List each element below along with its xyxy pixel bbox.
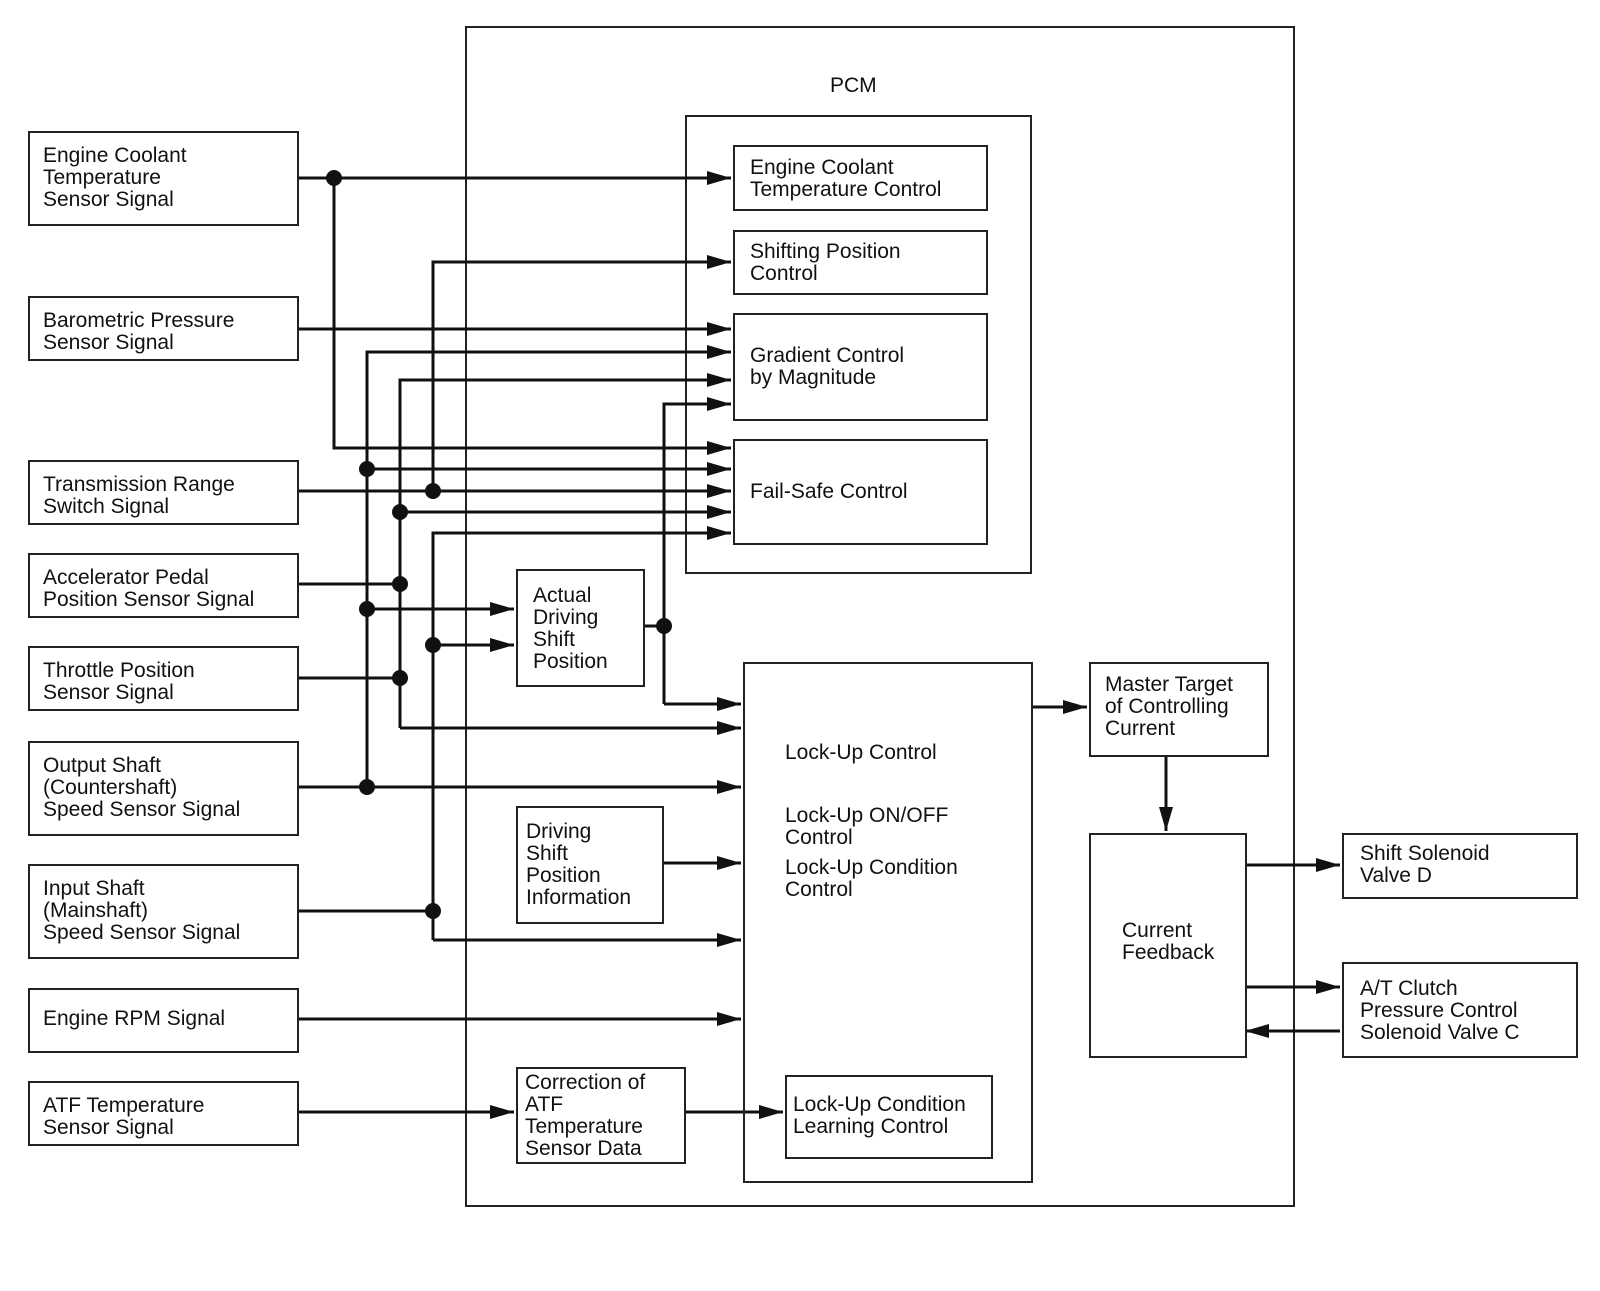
current-feedback-block: Current Feedback: [1089, 833, 1247, 1058]
wire-oss-to-gradient: [365, 345, 731, 787]
atf-correction-label: Correction of ATF Temperature Sensor Dat…: [525, 1071, 646, 1160]
wire-iss-to-failsafe: [431, 526, 731, 940]
atf-correction-block: Correction of ATF Temperature Sensor Dat…: [516, 1067, 686, 1164]
ect-control-label: Engine Coolant Temperature Control: [750, 156, 942, 201]
wire-ect-trunk: [332, 178, 731, 455]
wire-actual-shift-to-gradient: [662, 397, 731, 704]
input-input-shaft-signal: Input Shaft (Mainshaft) Speed Sensor Sig…: [28, 864, 299, 959]
junction-dot: [425, 903, 441, 919]
fail-safe-control-block: Fail-Safe Control: [733, 439, 988, 545]
wire-app-tps-trunk: [398, 373, 731, 728]
input-atf-temperature-signal: ATF Temperature Sensor Signal: [28, 1081, 299, 1146]
lockup-onoff-label: Lock-Up ON/OFF Control: [785, 804, 949, 849]
current-feedback-label: Current Feedback: [1122, 919, 1215, 964]
junction-dot: [326, 170, 342, 186]
input-rpm-label: Engine RPM Signal: [43, 1007, 226, 1030]
clutch-solenoid-c-label: A/T Clutch Pressure Control Solenoid Val…: [1360, 977, 1520, 1044]
clutch-solenoid-c-block: A/T Clutch Pressure Control Solenoid Val…: [1342, 962, 1578, 1058]
input-accelerator-pedal-signal: Accelerator Pedal Position Sensor Signal: [28, 553, 299, 618]
driving-shift-info-block: Driving Shift Position Information: [516, 806, 664, 924]
actual-driving-shift-block: Actual Driving Shift Position: [516, 569, 645, 687]
input-throttle-position-signal: Throttle Position Sensor Signal: [28, 646, 299, 711]
input-barometric-signal: Barometric Pressure Sensor Signal: [28, 296, 299, 361]
input-ect-signal: Engine Coolant Temperature Sensor Signal: [28, 131, 299, 226]
master-target-label: Master Target of Controlling Current: [1105, 673, 1233, 740]
pcm-box: [465, 26, 1295, 1207]
input-iss-label: Input Shaft (Mainshaft) Speed Sensor Sig…: [43, 877, 241, 944]
shift-position-control-label: Shifting Position Control: [750, 240, 901, 285]
junction-dot: [392, 504, 408, 520]
shift-position-control-block: Shifting Position Control: [733, 230, 988, 295]
wire-trs-to-shift-position: [431, 255, 731, 491]
junction-dot: [392, 576, 408, 592]
input-app-label: Accelerator Pedal Position Sensor Signal: [43, 566, 255, 611]
lockup-control-block: Lock-Up Control Lock-Up ON/OFF Control L…: [743, 662, 1033, 1183]
actual-driving-shift-label: Actual Driving Shift Position: [533, 584, 608, 673]
shift-solenoid-d-block: Shift Solenoid Valve D: [1342, 833, 1578, 899]
junction-dot: [359, 461, 375, 477]
gradient-control-block: Gradient Control by Magnitude: [733, 313, 988, 421]
input-oss-label: Output Shaft (Countershaft) Speed Sensor…: [43, 754, 241, 821]
lockup-learning-label: Lock-Up Condition Learning Control: [793, 1093, 966, 1138]
junction-dot: [425, 637, 441, 653]
gradient-control-label: Gradient Control by Magnitude: [750, 344, 905, 389]
ect-control-block: Engine Coolant Temperature Control: [733, 145, 988, 211]
input-trs-label: Transmission Range Switch Signal: [43, 473, 235, 518]
input-output-shaft-signal: Output Shaft (Countershaft) Speed Sensor…: [28, 741, 299, 836]
input-baro-label: Barometric Pressure Sensor Signal: [43, 309, 235, 354]
master-target-block: Master Target of Controlling Current: [1089, 662, 1269, 757]
control-group-box: [685, 115, 1032, 574]
input-atf-label: ATF Temperature Sensor Signal: [43, 1094, 205, 1139]
lockup-condition-label: Lock-Up Condition Control: [785, 856, 958, 901]
junction-dot: [359, 779, 375, 795]
input-engine-rpm-signal: Engine RPM Signal: [28, 988, 299, 1053]
input-transmission-range-signal: Transmission Range Switch Signal: [28, 460, 299, 525]
junction-dot: [656, 618, 672, 634]
fail-safe-control-label: Fail-Safe Control: [750, 480, 908, 503]
input-tps-label: Throttle Position Sensor Signal: [43, 659, 195, 704]
lockup-learning-block: Lock-Up Condition Learning Control: [785, 1075, 993, 1159]
pcm-label: PCM: [830, 74, 877, 97]
driving-shift-info-label: Driving Shift Position Information: [526, 820, 632, 909]
input-ect-label: Engine Coolant Temperature Sensor Signal: [43, 144, 187, 211]
junction-dot: [392, 670, 408, 686]
junction-dot: [359, 601, 375, 617]
lockup-control-label: Lock-Up Control: [785, 741, 937, 764]
shift-solenoid-d-label: Shift Solenoid Valve D: [1360, 842, 1490, 887]
junction-dot: [425, 483, 441, 499]
